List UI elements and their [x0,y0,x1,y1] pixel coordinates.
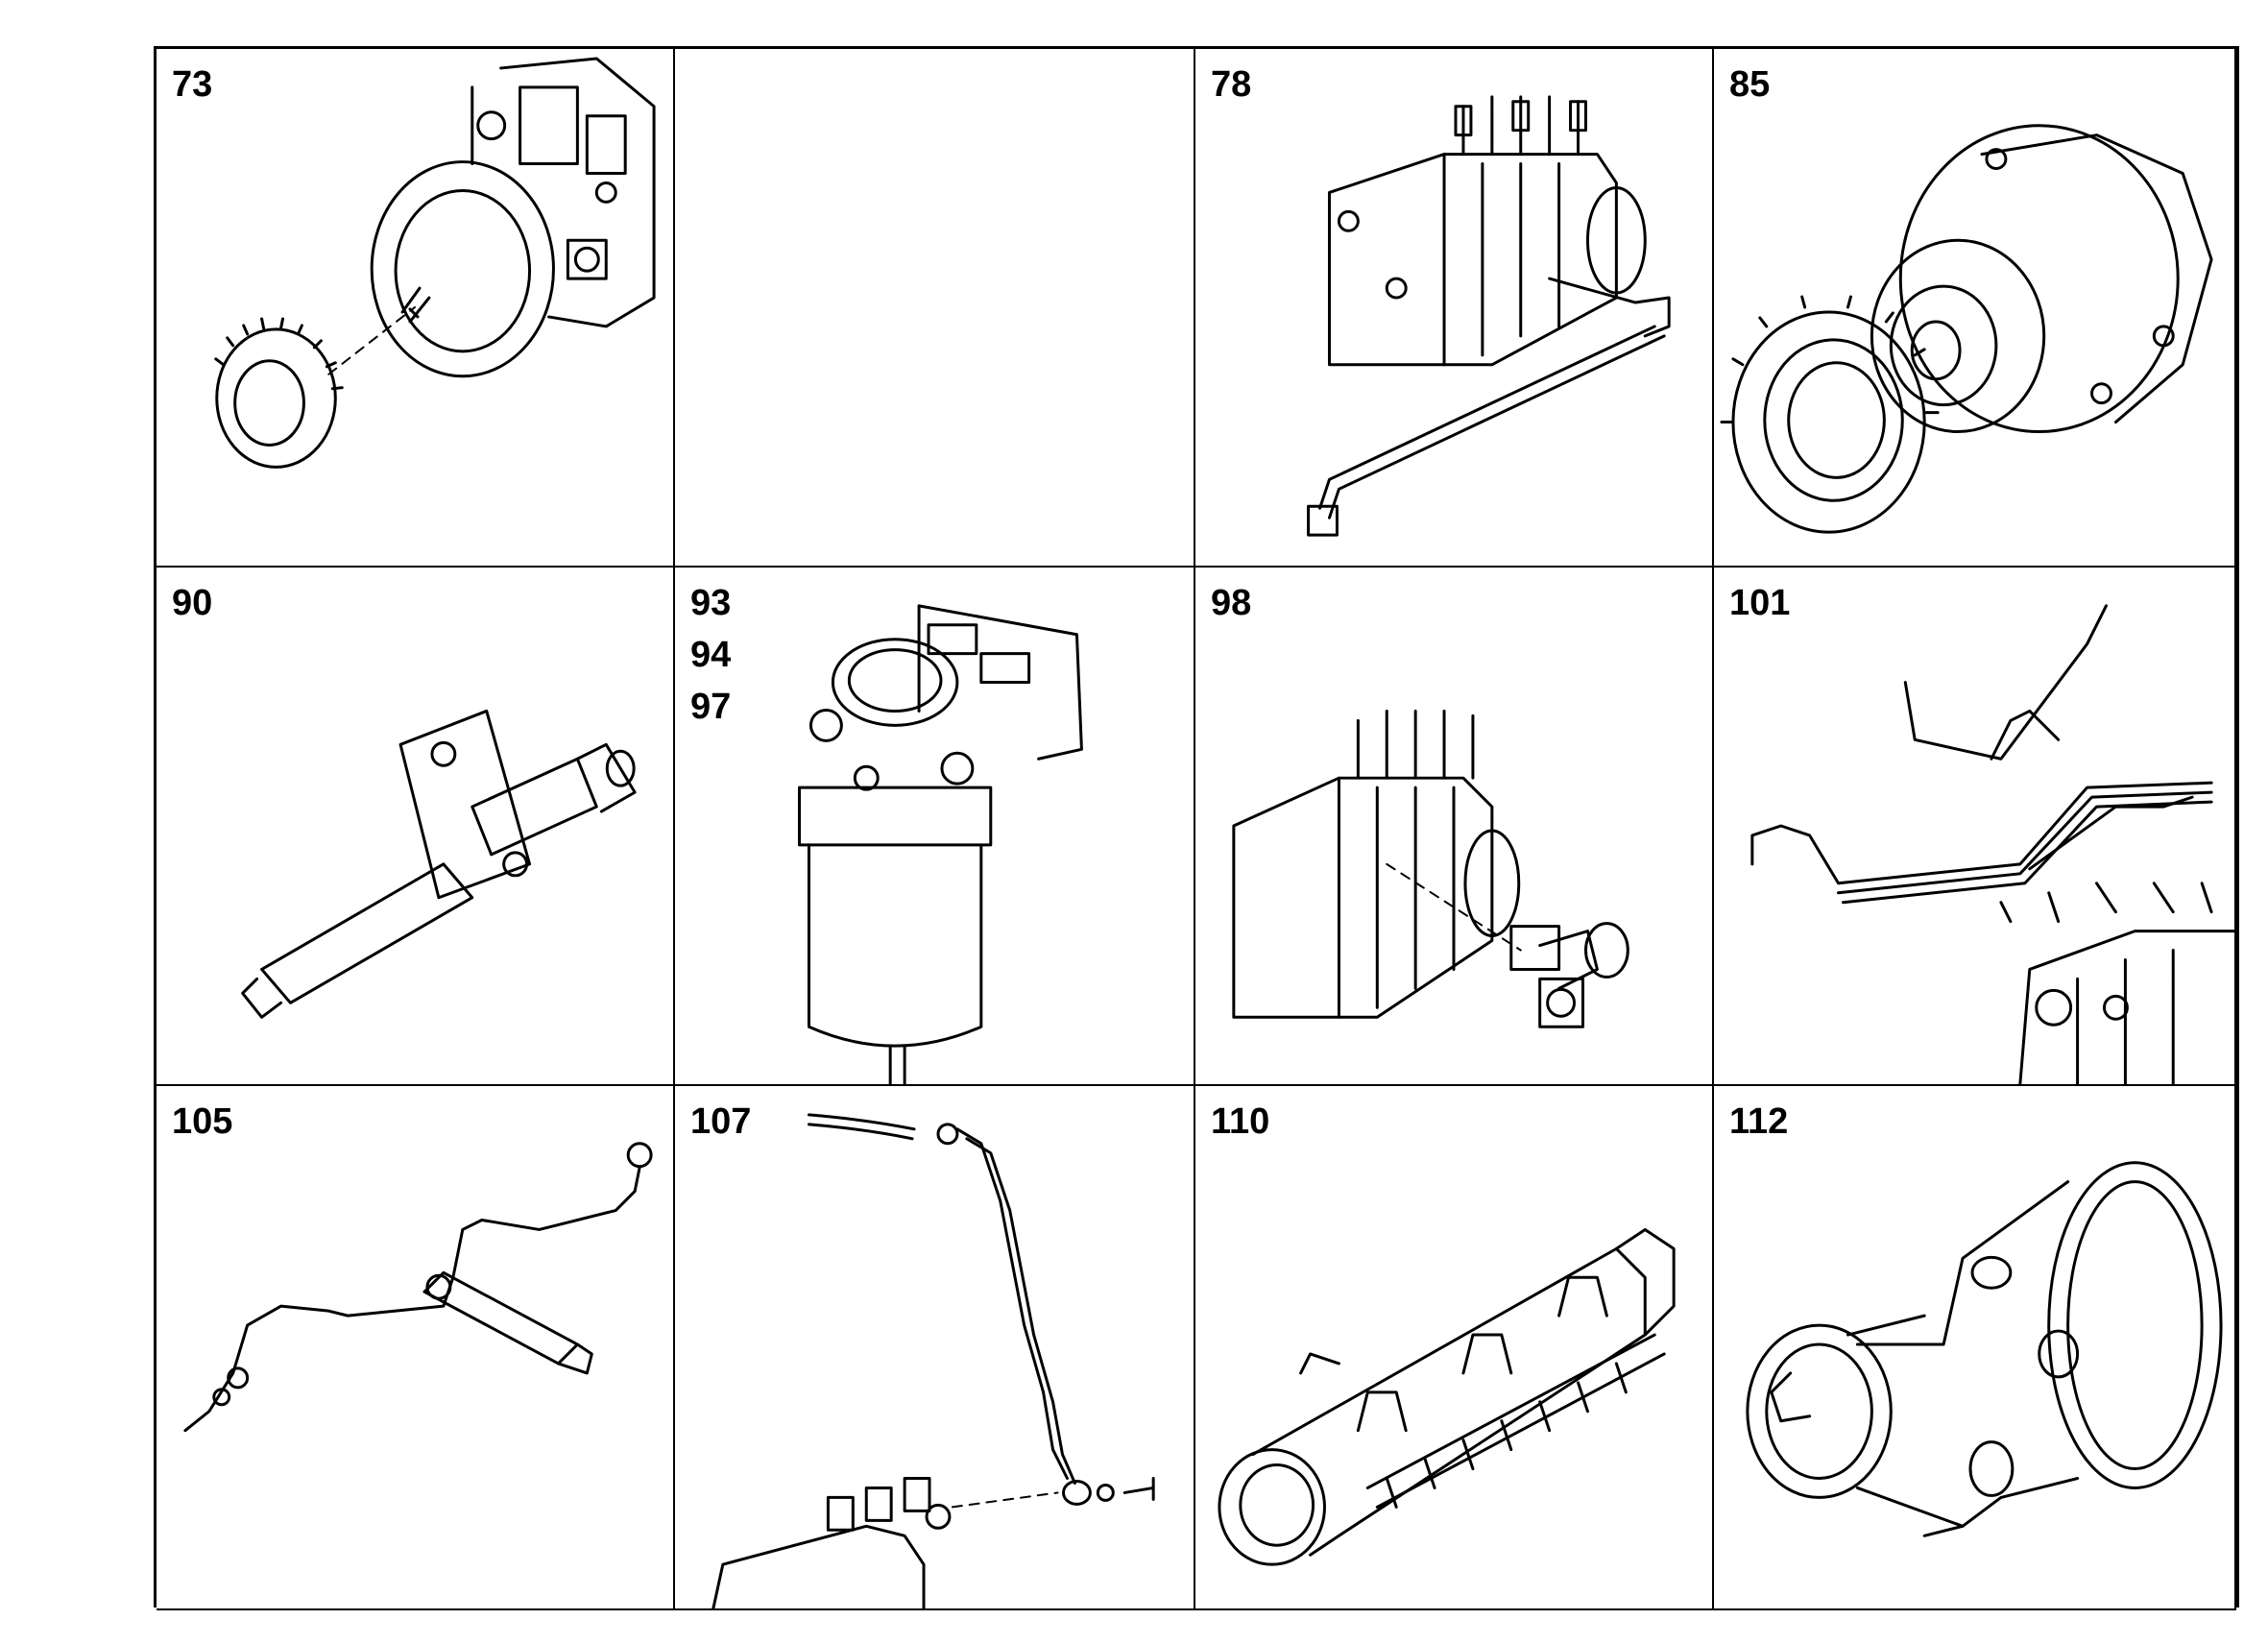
item-number: 93 [690,583,732,623]
item-number: 97 [690,687,732,727]
item-number: 90 [172,583,213,623]
intake-manifold-icon [1218,1227,1676,1566]
item-number: 112 [1729,1101,1789,1142]
injector-icon [241,709,637,1019]
leak-off-line-icon [183,1142,653,1433]
injection-lines-icon [1750,604,2234,1084]
item-number-group: 73 [172,59,212,110]
part-cell-5[interactable]: 90 [157,568,675,1086]
item-number: 110 [1211,1101,1270,1142]
elbow-housing-icon [1746,1161,2223,1537]
item-number-group: 93 94 97 [690,577,731,733]
item-number: 78 [1211,64,1252,105]
item-number: 98 [1211,583,1252,623]
item-number-group: 78 [1211,59,1251,110]
drive-gear-housing-icon [1720,124,2213,534]
return-hose-icon [712,1113,1155,1608]
part-cell-4[interactable]: 85 [1714,49,2236,568]
part-cell-7[interactable]: 98 [1195,568,1714,1086]
part-cell-8[interactable]: 101 [1714,568,2236,1086]
part-cell-11[interactable]: 110 [1195,1086,1714,1610]
item-number: 101 [1729,583,1791,623]
item-number: 73 [172,64,213,105]
part-cell-9[interactable]: 105 [157,1086,675,1610]
item-number-group: 101 [1729,577,1790,629]
item-number-group: 90 [172,577,212,629]
item-number: 85 [1729,64,1771,105]
item-number-group: 107 [690,1096,751,1148]
part-cell-10[interactable]: 107 [675,1086,1195,1610]
part-cell-12[interactable]: 112 [1714,1086,2236,1610]
part-cell-2 [675,49,1195,568]
item-number-group: 110 [1211,1096,1269,1148]
pump-banjo-fitting-icon [1232,709,1629,1028]
gear-and-pump-icon [214,57,656,469]
fuel-filter-icon [798,604,1083,1084]
item-number: 105 [172,1101,233,1142]
part-cell-1[interactable]: 73 [157,49,675,568]
item-number-group: 85 [1729,59,1770,110]
item-number-group: 98 [1211,577,1251,629]
item-number-group: 105 [172,1096,232,1148]
part-cell-3[interactable]: 78 [1195,49,1714,568]
parts-grid: 73 78 85 [154,46,2239,1610]
item-number: 107 [690,1101,752,1142]
item-number: 94 [690,635,732,675]
part-cell-6[interactable]: 93 94 97 [675,568,1195,1086]
item-number-group: 112 [1729,1096,1788,1148]
injection-pump-line-icon [1307,95,1671,537]
